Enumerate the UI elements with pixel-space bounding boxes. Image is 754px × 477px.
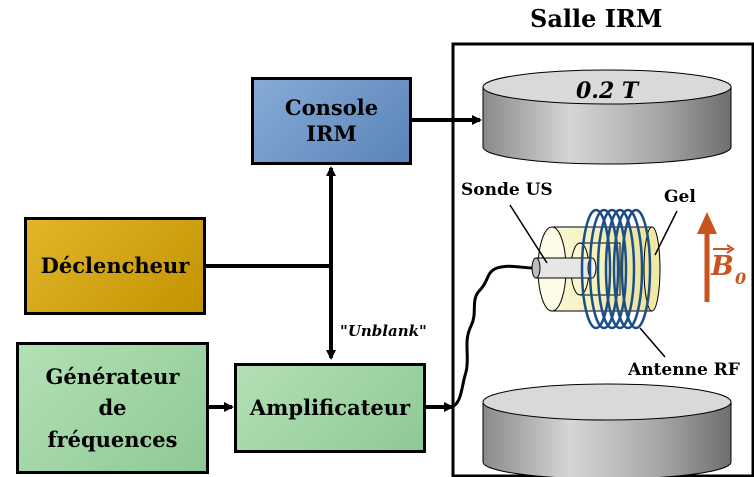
generator-label-line2: de — [98, 395, 127, 421]
b0-subscript: 0 — [735, 269, 746, 288]
probe-cable — [451, 264, 535, 409]
gel-label: Gel — [664, 187, 696, 207]
generator-label-line3: fréquences — [47, 426, 178, 452]
magnet-field-label: 0.2 T — [576, 78, 640, 104]
antenna-pointer — [639, 327, 666, 358]
trigger-box: Déclencheur — [24, 217, 206, 315]
lower-magnet-pole — [482, 383, 732, 477]
probe-pointer — [509, 204, 548, 264]
probe-assembly — [531, 208, 661, 330]
console-label-line2: IRM — [306, 121, 357, 146]
b0-arrow — [697, 212, 717, 302]
probe-label: Sonde US — [461, 180, 553, 200]
console-label-line1: Console — [284, 94, 379, 120]
amplifier-label: Amplificateur — [249, 394, 411, 420]
generator-label-line1: Générateur — [45, 363, 180, 389]
upper-magnet-pole — [482, 69, 732, 165]
amplifier-box: Amplificateur — [234, 363, 426, 453]
b0-vector-head — [726, 244, 735, 254]
unblank-label: "Unblank" — [340, 322, 427, 340]
trigger-label: Déclencheur — [40, 252, 190, 278]
room-title: Salle IRM — [530, 4, 663, 33]
antenna-label: Antenne RF — [628, 360, 740, 380]
console-box: Console IRM — [251, 77, 412, 165]
rf-coil — [580, 208, 652, 330]
generator-box: Générateur de fréquences — [16, 342, 209, 474]
b0-symbol: B — [710, 251, 734, 282]
gel-pointer — [654, 210, 678, 256]
